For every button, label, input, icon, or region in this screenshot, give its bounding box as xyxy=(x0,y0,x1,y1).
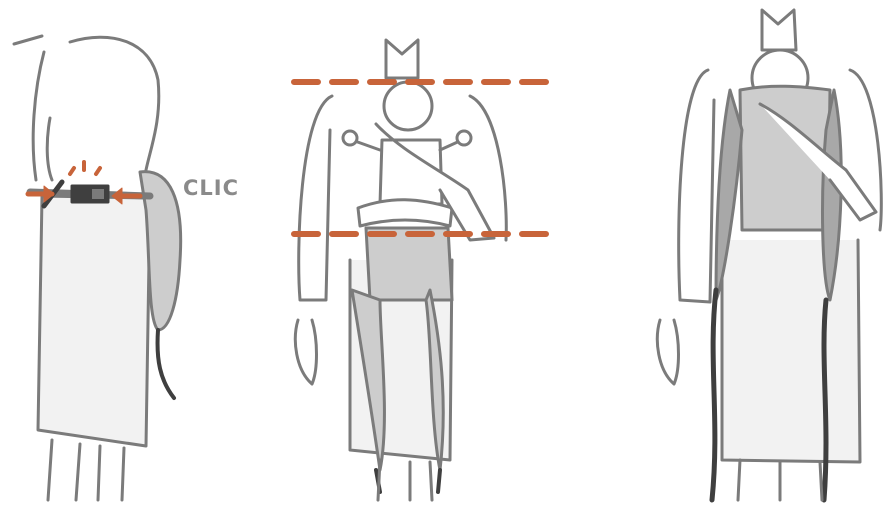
panel-step-2 xyxy=(294,40,546,500)
legs xyxy=(48,440,124,500)
legs xyxy=(738,460,822,500)
clic-annotation: CLIC xyxy=(183,176,239,200)
carrier-waistband xyxy=(358,200,452,226)
legs xyxy=(378,460,432,500)
panel-step-1 xyxy=(14,36,181,500)
parent-body-front xyxy=(722,240,860,462)
baby-head xyxy=(384,82,432,130)
parent-collar xyxy=(762,10,796,50)
strap-dark xyxy=(158,330,174,398)
parent-hand xyxy=(657,320,678,384)
carrier-seat xyxy=(366,228,452,300)
person-arm-outline xyxy=(33,52,52,180)
carrier-panel-back xyxy=(38,196,150,446)
parent-collar xyxy=(386,40,418,78)
strap-tail-left xyxy=(712,290,716,500)
strap-tail-right xyxy=(824,300,826,500)
panel-step-3 xyxy=(657,10,881,500)
parent-hand xyxy=(295,320,316,384)
